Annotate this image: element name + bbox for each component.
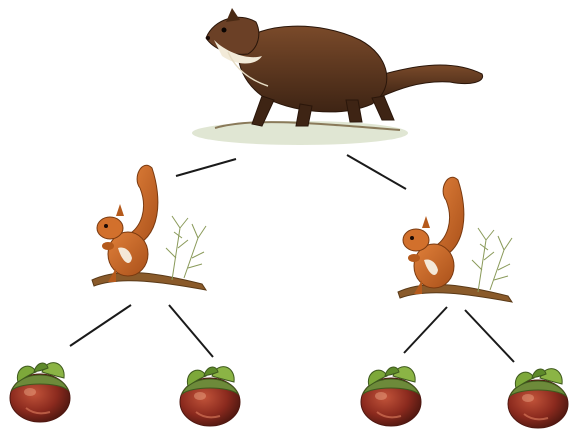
link-marten-squirrel-right bbox=[347, 155, 406, 189]
red-squirrel-icon bbox=[92, 165, 206, 290]
red-squirrel-icon bbox=[398, 177, 512, 302]
pine-marten-icon bbox=[192, 8, 483, 145]
hazelnut-icon bbox=[180, 367, 240, 426]
hazelnut-icon bbox=[508, 369, 568, 428]
hazelnut-icon bbox=[361, 367, 421, 426]
hazelnut-icon bbox=[10, 363, 70, 422]
link-squirrel-left-nut-1 bbox=[70, 305, 131, 346]
link-marten-squirrel-left bbox=[176, 159, 236, 176]
link-squirrel-right-nut-4 bbox=[465, 310, 514, 362]
link-squirrel-left-nut-2 bbox=[169, 305, 213, 357]
link-squirrel-right-nut-3 bbox=[404, 307, 447, 353]
